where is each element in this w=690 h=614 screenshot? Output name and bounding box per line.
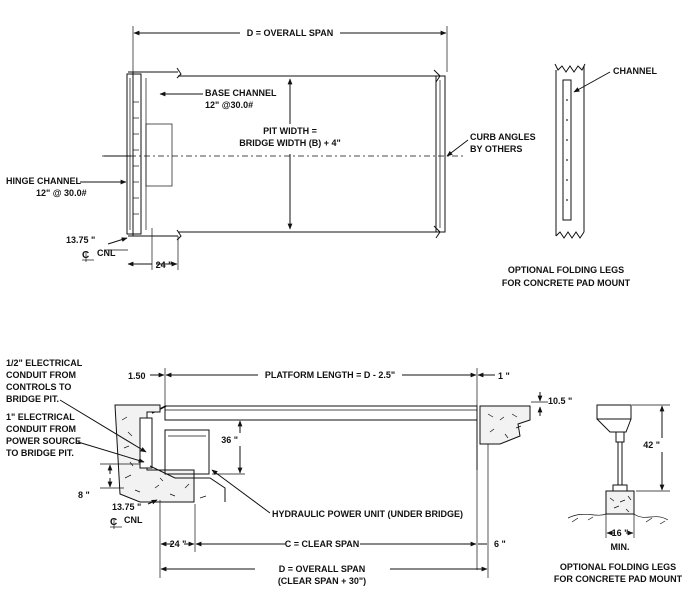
- plan-24-label: 24 ": [156, 260, 173, 270]
- dim-min-label: MIN.: [611, 542, 630, 552]
- conduit-one-label-4: TO BRIDGE PIT.: [6, 448, 74, 458]
- legs-top-caption-2: FOR CONCRETE PAD MOUNT: [502, 278, 631, 288]
- conduit-half-label-1: 1/2" ELECTRICAL: [6, 358, 83, 368]
- conduit-one-label-3: POWER SOURCE: [6, 436, 81, 446]
- dim-36-label: 36 ": [221, 435, 238, 445]
- dim-16-label: 16 ": [612, 528, 629, 538]
- base-channel-label-2: 12" @30.0#: [205, 100, 253, 110]
- legs-bottom-caption-2: FOR CONCRETE PAD MOUNT: [554, 574, 683, 584]
- pit-width-label-1: PIT WIDTH =: [263, 126, 317, 136]
- section-offset-label: 13.75 ": [112, 502, 141, 512]
- hpu-label: HYDRAULIC POWER UNIT (UNDER BRIDGE): [272, 509, 463, 519]
- curb-angles-label-1: CURB ANGLES: [470, 132, 536, 142]
- conduit-half-label-4: BRIDGE PIT.: [6, 394, 59, 404]
- plan-view: D = OVERALL SPAN PI: [6, 26, 536, 270]
- legs-bottom-caption-1: OPTIONAL FOLDING LEGS: [560, 562, 676, 572]
- base-channel-label-1: BASE CHANNEL: [205, 88, 277, 98]
- plan-offset-label: 13.75 ": [66, 235, 95, 245]
- pit-width-label-2: BRIDGE WIDTH (B) + 4": [239, 138, 341, 148]
- clear-span-label: C = CLEAR SPAN: [285, 539, 360, 549]
- svg-text:C: C: [110, 517, 117, 528]
- dim-24-label: 24 ": [170, 539, 187, 549]
- centerline-symbol: C: [82, 250, 94, 262]
- folding-legs-bottom: 42 " 16 " MIN. OPTIONAL FOLDING LEGS FOR…: [554, 404, 683, 584]
- dim-42-label: 42 ": [643, 440, 660, 450]
- conduit-one-label-1: 1" ELECTRICAL: [6, 412, 75, 422]
- hinge-channel-label-2: 12" @ 30.0#: [36, 188, 87, 198]
- curb-angles-label-2: BY OTHERS: [470, 144, 522, 154]
- overall-span-label: D = OVERALL SPAN: [247, 28, 333, 38]
- centerline-symbol-section: C: [110, 517, 122, 529]
- conduit-half-label-3: CONTROLS TO: [6, 382, 71, 392]
- section-view: 1.50 PLATFORM LENGTH = D - 2.5" 1 " 10.5…: [6, 358, 572, 586]
- plan-cl-cnl-label: CNL: [97, 248, 116, 258]
- platform-length-label: PLATFORM LENGTH = D - 2.5": [265, 370, 395, 380]
- conduit-one-label-2: CONDUIT FROM: [6, 424, 76, 434]
- dim-150-label: 1.50: [128, 371, 146, 381]
- dim-8-label: 8 ": [78, 490, 90, 500]
- dim-6-label: 6 ": [494, 539, 506, 549]
- dim-105-label: 10.5 ": [548, 396, 572, 406]
- overall-span-bottom-1: D = OVERALL SPAN: [279, 564, 365, 574]
- overall-span-bottom-2: (CLEAR SPAN + 30"): [278, 576, 366, 586]
- section-cl-cnl-label: CNL: [124, 515, 143, 525]
- legs-channel-label: CHANNEL: [613, 66, 658, 76]
- folding-legs-top: CHANNEL OPTIONAL FOLDING LEGS FOR CONCRE…: [502, 63, 658, 288]
- hinge-channel-label-1: HINGE CHANNEL: [6, 176, 82, 186]
- conduit-half-label-2: CONDUIT FROM: [6, 370, 76, 380]
- svg-text:C: C: [82, 250, 89, 261]
- dim-1-label: 1 ": [498, 371, 510, 381]
- legs-top-caption-1: OPTIONAL FOLDING LEGS: [508, 265, 624, 275]
